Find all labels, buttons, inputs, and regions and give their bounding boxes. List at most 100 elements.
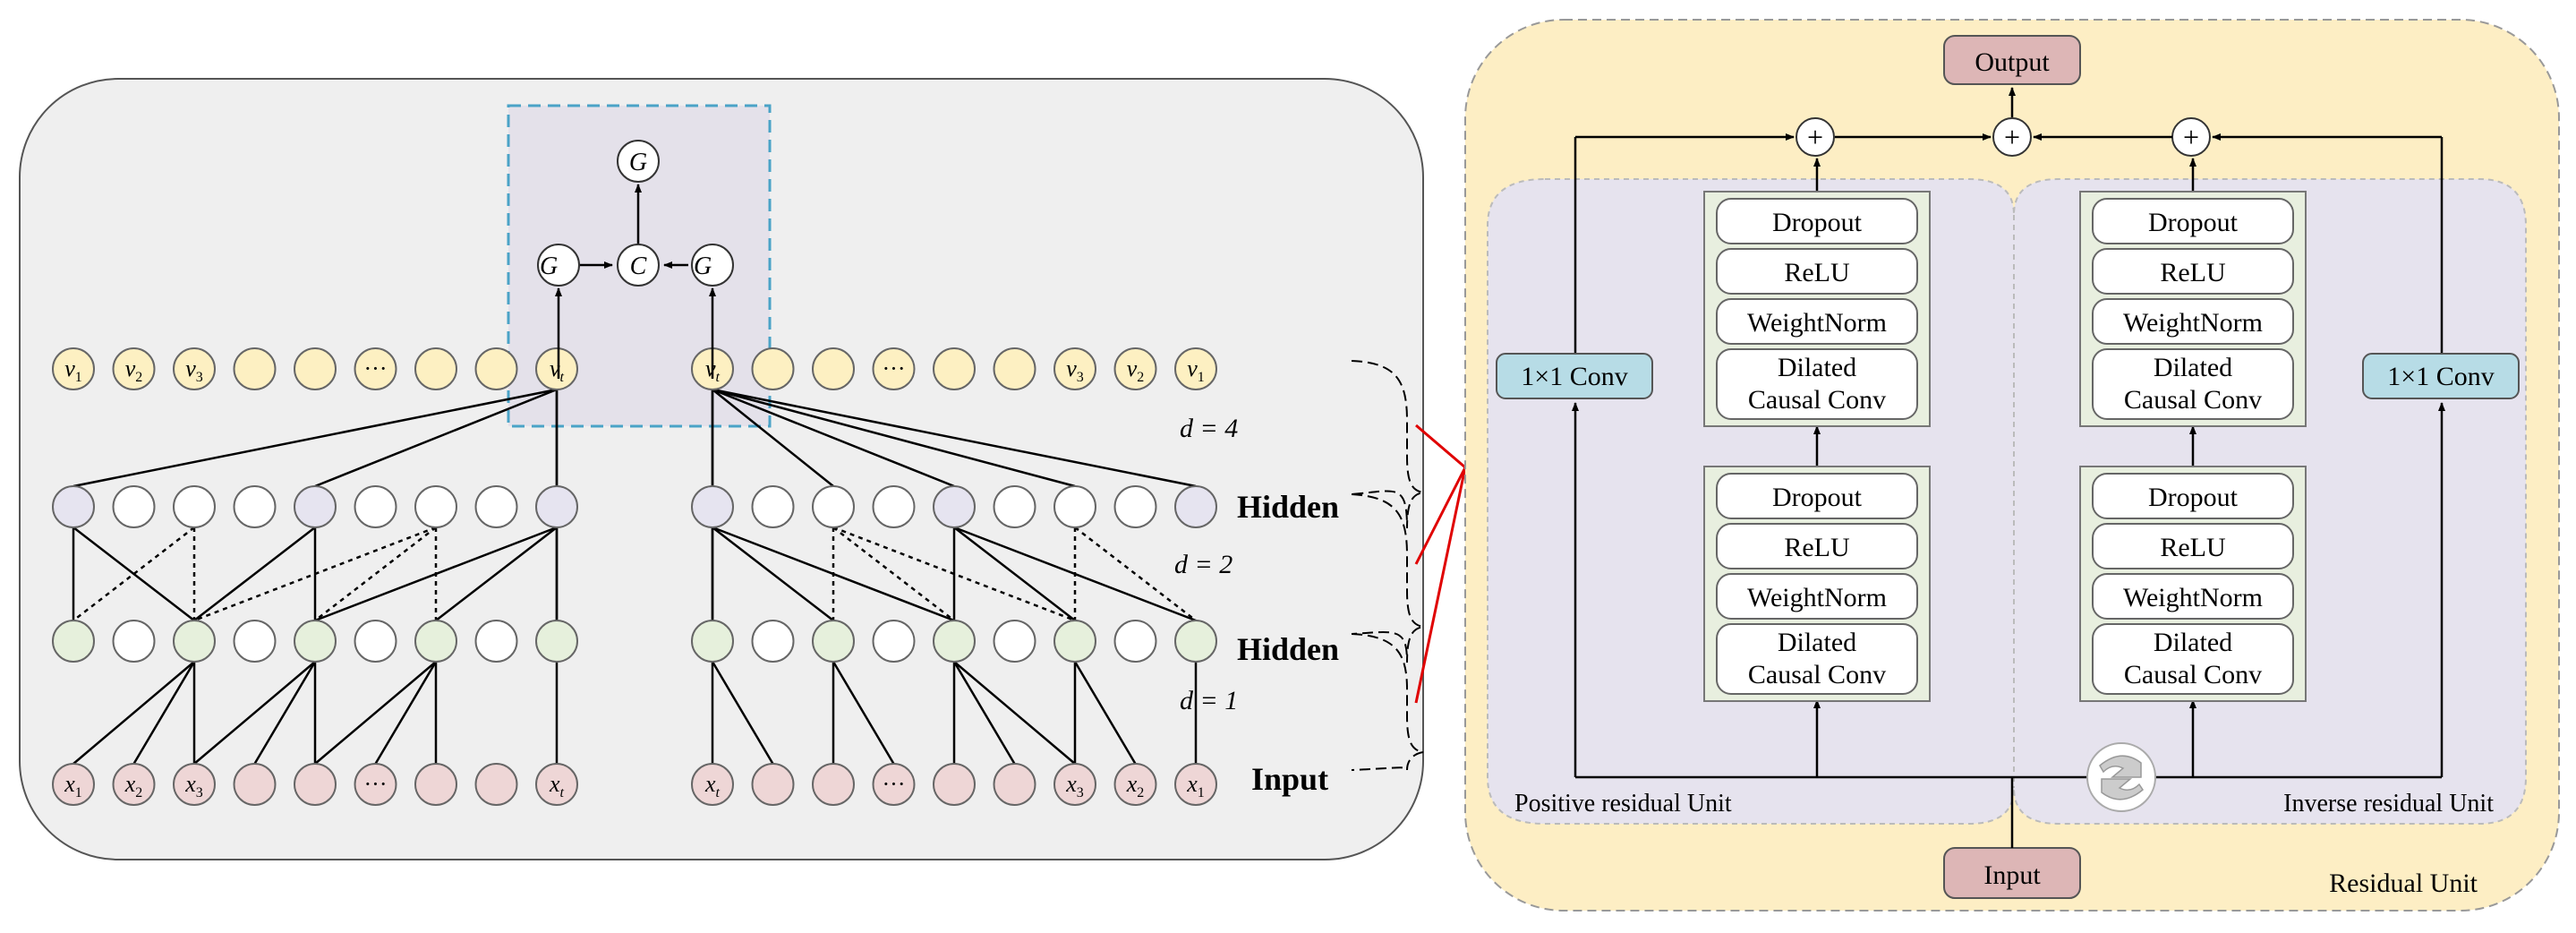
tcn-weightnorm-text-right-upper: WeightNorm: [2123, 308, 2263, 338]
v-node-right-2: [812, 347, 855, 390]
positive-unit-panel: [1487, 178, 2527, 825]
tcn-dilated-causal-conv-text-left-upper: Dilated: [1778, 353, 1856, 382]
v-node-left-5-label: ···: [364, 355, 388, 381]
hidden2-node-left-2: [173, 620, 216, 663]
hidden1-node-right-7: [1113, 485, 1157, 528]
plus-right: +: [2183, 121, 2199, 153]
x-node-right-2: [812, 763, 855, 806]
conv1x1-right: [2362, 353, 2520, 399]
x-node-right-1: [751, 763, 795, 806]
hidden1-node-left-7: [474, 485, 518, 528]
node-C: [617, 244, 660, 287]
hidden1-node-right-6: [1053, 485, 1096, 528]
tcn-relu-left-upper: [1716, 248, 1918, 295]
input-label: Input: [1983, 860, 2041, 890]
tcn-dilated-causal-conv-right-lower: [2092, 623, 2294, 695]
output-label: Output: [1975, 47, 2050, 77]
x-node-left-0: [52, 763, 95, 806]
v-node-right-1: [751, 347, 795, 390]
residual-flow-lines: [1572, 87, 2445, 848]
v-node-left-1-label: v2: [125, 355, 143, 385]
conv1x1-right-label: 1×1 Conv: [2387, 362, 2494, 391]
v-node-right-7: [1113, 347, 1157, 390]
v-node-left-2-label: v3: [185, 355, 203, 385]
tcn-relu-text-right-upper: ReLU: [2160, 258, 2226, 287]
x-node-left-4: [294, 763, 337, 806]
label-hidden-1: Hidden: [1237, 489, 1339, 525]
tcn-dilated-causal-conv-text-right-upper: Causal Conv: [2124, 385, 2262, 415]
attention-top: G G⃗ C G⃖: [537, 140, 734, 379]
tcn-dilated-causal-conv-text-right-upper: Dilated: [2154, 353, 2232, 382]
label-hidden-2: Hidden: [1237, 631, 1339, 667]
hidden1-node-right-0: [691, 485, 734, 528]
node-G-backward-label: G⃖: [694, 253, 731, 280]
red-links: [1414, 424, 1467, 704]
tcn-dropout-text-left-upper: Dropout: [1772, 208, 1863, 237]
tcn-relu-right-lower: [2092, 523, 2294, 569]
hidden2-node-right-4: [933, 620, 976, 663]
x-node-left-5: [354, 763, 397, 806]
tcn-dilated-causal-conv-text-right-lower: Causal Conv: [2124, 660, 2262, 689]
inverse-unit-label: Inverse residual Unit: [2283, 790, 2494, 817]
tcn-dropout-right-lower: [2092, 473, 2294, 519]
tcn-dropout-text-right-upper: Dropout: [2148, 208, 2239, 237]
tcn-relu-text-left-lower: ReLU: [1784, 533, 1850, 562]
hidden2-node-left-8: [535, 620, 578, 663]
label-d4: d = 4: [1180, 414, 1238, 443]
label-d2: d = 2: [1174, 550, 1233, 579]
hidden2-node-right-8: [1174, 620, 1217, 663]
plus-left: +: [1807, 121, 1823, 153]
output-box: [1943, 35, 2081, 85]
x-node-left-2-label: x3: [184, 771, 203, 800]
x-node-right-0: [691, 763, 734, 806]
tcn-weightnorm-left-lower: [1716, 573, 1918, 620]
v-node-left-7: [474, 347, 518, 390]
x-node-right-8: [1174, 763, 1217, 806]
node-C-label: C: [630, 253, 647, 280]
x-node-right-7: [1113, 763, 1157, 806]
hidden1-node-left-2: [173, 485, 216, 528]
hidden1-node-right-3: [872, 485, 916, 528]
v-node-right-7-label: v2: [1127, 355, 1145, 385]
hidden1-node-left-0: [52, 485, 95, 528]
v-node-right-6-label: v3: [1066, 355, 1084, 385]
tcn-dilated-causal-conv-left-upper: [1716, 348, 1918, 420]
sum-nodes: + + +: [1796, 117, 2211, 157]
node-G-label: G: [629, 149, 647, 176]
hidden2-node-right-2: [812, 620, 855, 663]
v-node-left-1: [112, 347, 156, 390]
tcn-relu-left-lower: [1716, 523, 1918, 569]
hidden2-node-left-5: [354, 620, 397, 663]
tcn-weightnorm-text-left-lower: WeightNorm: [1747, 583, 1887, 612]
x-node-right-3: [872, 763, 916, 806]
conv1x1-left-label: 1×1 Conv: [1521, 362, 1627, 391]
tcn-dropout-text-left-lower: Dropout: [1772, 483, 1863, 512]
hidden2-node-right-5: [993, 620, 1036, 663]
tcn-weightnorm-right-lower: [2092, 573, 2294, 620]
hidden1-node-left-3: [233, 485, 277, 528]
hidden1-node-right-1: [751, 485, 795, 528]
node-G: [617, 140, 660, 183]
tcn-dropout-left-lower: [1716, 473, 1918, 519]
residual-unit-label: Residual Unit: [2329, 869, 2478, 898]
v-node-right-3: [872, 347, 916, 390]
v-node-left-5: [354, 347, 397, 390]
tcn-dropout-left-upper: [1716, 198, 1918, 244]
v-node-left-2: [173, 347, 216, 390]
v-node-right-4: [933, 347, 976, 390]
x-node-left-1-label: x2: [124, 771, 143, 800]
positive-unit-label: Positive residual Unit: [1514, 790, 1732, 817]
hidden1-node-right-8: [1174, 485, 1217, 528]
v-node-right-3-label: ···: [883, 355, 906, 381]
tcn-dilated-causal-conv-text-left-lower: Causal Conv: [1748, 660, 1886, 689]
x-node-right-7-label: x2: [1126, 771, 1145, 800]
x-node-left-0-label: x1: [64, 771, 82, 800]
tcn-dropout-right-upper: [2092, 198, 2294, 244]
tcn-relu-text-right-lower: ReLU: [2160, 533, 2226, 562]
x-node-left-2: [173, 763, 216, 806]
v-node-left-0: [52, 347, 95, 390]
tcn-dilated-causal-conv-text-right-lower: Dilated: [2154, 628, 2232, 657]
reverse-icon: [2086, 742, 2156, 812]
